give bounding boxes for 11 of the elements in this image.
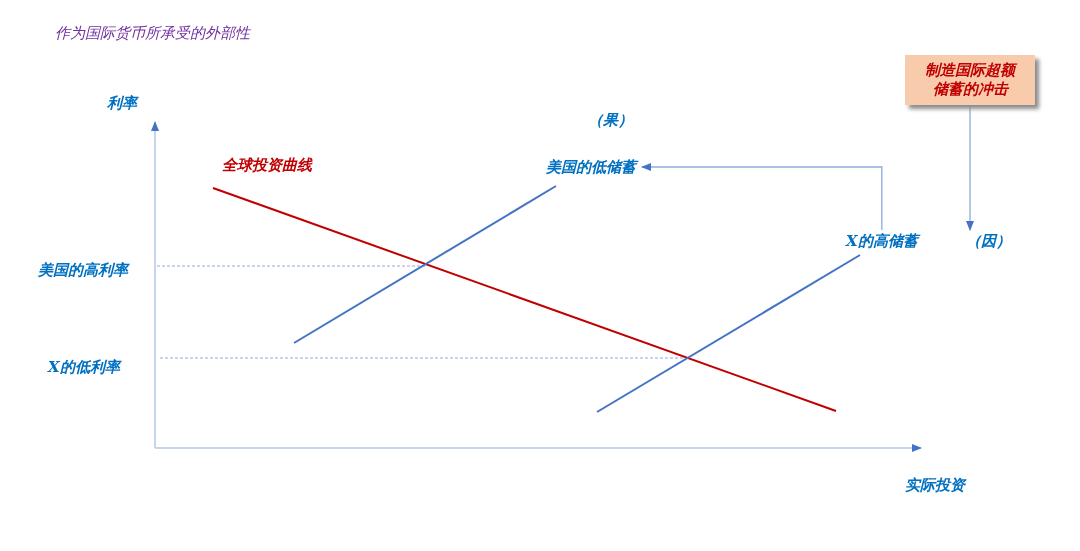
curve-label: 全球投资曲线 [222,156,312,174]
page-title: 作为国际货币所承受的外部性 [55,24,250,42]
arrow [966,104,974,231]
axis-title: 实际投资 [905,476,965,494]
axis-title: 利率 [107,94,137,112]
rate-label: X的低利率 [48,358,120,376]
cause-label: （因） [966,232,1011,250]
arrow [641,163,883,231]
effect-label: （果） [588,111,633,129]
callout-box: 制造国际超额储蓄的冲击 [905,55,1035,105]
rate-label: 美国的高利率 [38,261,128,279]
